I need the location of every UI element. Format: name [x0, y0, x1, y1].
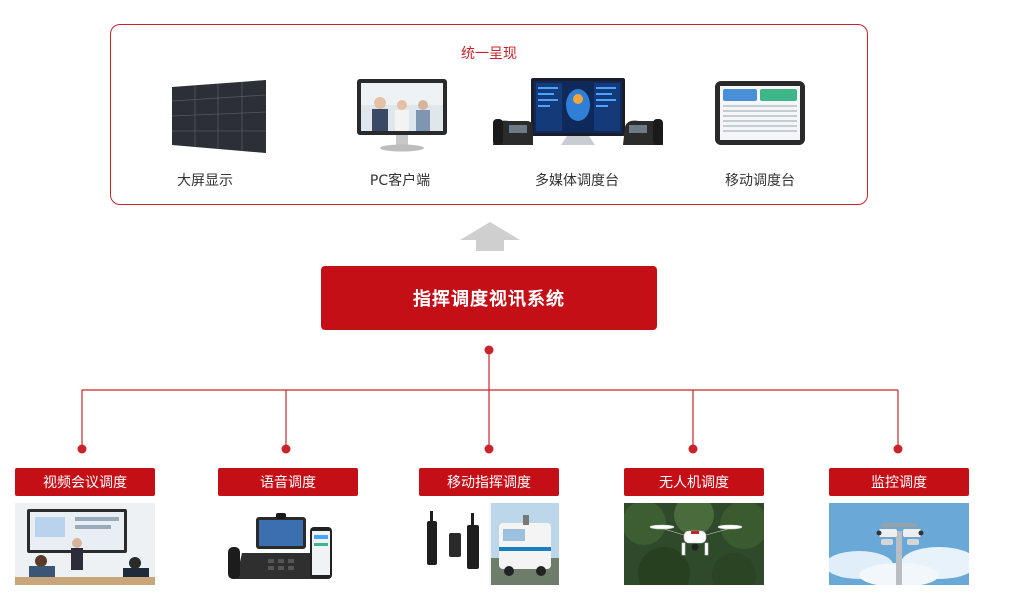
panel-title: 统一呈现 — [461, 46, 517, 62]
up-arrow-icon — [460, 222, 520, 251]
unified-presentation-panel: 统一呈现 大屏显示 — [110, 24, 868, 205]
display-item-mobile-console: 移动调度台 — [670, 75, 850, 195]
display-item-label: PC客户端 — [369, 173, 431, 189]
display-item-label: 大屏显示 — [177, 173, 233, 189]
display-item-video-wall: 大屏显示 — [115, 75, 295, 195]
subsystem-label-drone: 无人机调度 — [624, 468, 764, 496]
ip-phone-icon — [218, 503, 358, 585]
video-conference-icon — [15, 503, 155, 585]
connector-node — [77, 444, 87, 454]
connector-node — [688, 444, 698, 454]
subsystem-label-mobile-command: 移动指挥调度 — [419, 468, 559, 496]
tablet-icon — [715, 81, 805, 145]
connector-node — [484, 444, 494, 454]
core-system-box: 指挥调度视讯系统 — [321, 266, 657, 330]
subsystem-label-surveillance: 监控调度 — [829, 468, 969, 496]
pc-monitor-icon — [357, 79, 447, 152]
video-wall-icon — [171, 80, 267, 153]
drone-icon — [624, 503, 764, 585]
connector-node — [484, 345, 494, 355]
subsystem-label-video-conference: 视频会议调度 — [15, 468, 155, 496]
connector-node — [281, 444, 291, 454]
display-item-label: 多媒体调度台 — [535, 173, 619, 189]
mobile-command-icon — [419, 503, 559, 585]
dispatch-console-icon — [493, 78, 663, 145]
surveillance-camera-icon — [829, 503, 969, 585]
subsystem-label-voice: 语音调度 — [218, 468, 358, 496]
core-system-label: 指挥调度视讯系统 — [413, 289, 565, 310]
display-item-multimedia-console: 多媒体调度台 — [487, 75, 667, 195]
display-item-label: 移动调度台 — [725, 173, 795, 189]
display-item-pc-client: PC客户端 — [310, 75, 490, 195]
connector-node — [893, 444, 903, 454]
